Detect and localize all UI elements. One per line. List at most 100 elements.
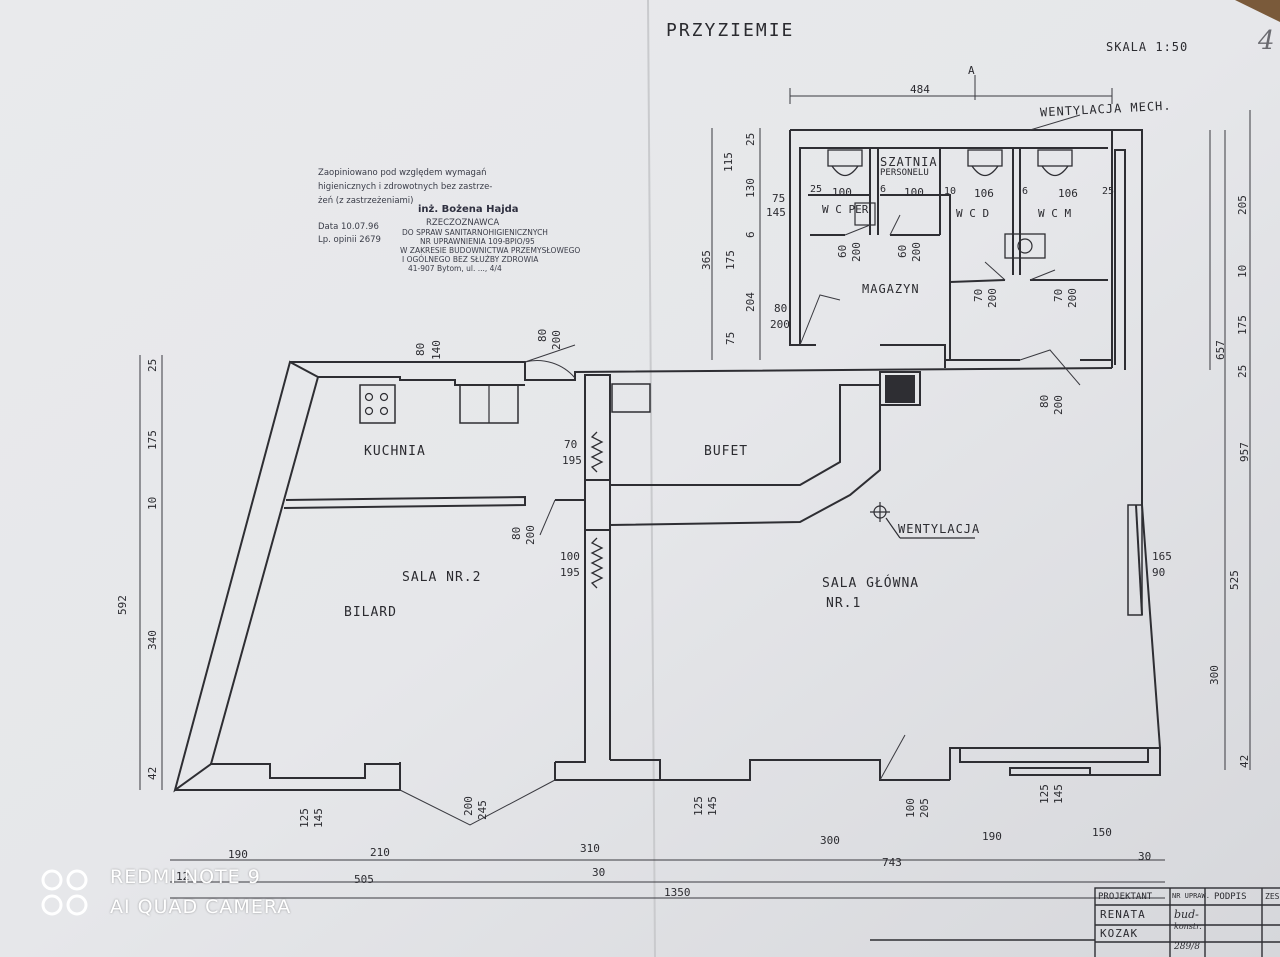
tb-header-nr-upraw: NR UPRAW. [1172, 892, 1210, 900]
dim-wc-100a: 100 [832, 186, 852, 199]
dim-door-e-100: 100 [904, 798, 917, 818]
dim-bottom-12: 12 [176, 870, 190, 883]
stamp-licence: NR UPRAWNIENIA 109-BPIO/95 [420, 237, 535, 246]
dim-left-175: 175 [146, 430, 159, 450]
dim-door-75: 75 [772, 192, 786, 205]
dim-win-b-145: 145 [706, 796, 719, 816]
dim-win-a-145: 145 [312, 808, 325, 828]
stamp-date: Data 10.07.96 [318, 222, 379, 232]
dim-wc-door-a-60: 60 [836, 244, 849, 258]
room-label-magazyn: MAGAZYN [862, 282, 920, 296]
dim-door-a-200: 200 [550, 330, 563, 350]
tb-licence-3: 289/8 [1174, 942, 1200, 952]
dim-mid-75: 75 [724, 331, 737, 345]
dim-bottom-743: 743 [882, 856, 902, 869]
dim-wc-25b: 25 [1102, 186, 1115, 197]
dim-right-175: 175 [1236, 315, 1249, 335]
stamp-role: RZECZOZNAWCA [426, 218, 500, 228]
dim-bottom-310: 310 [580, 842, 600, 855]
dim-left-340: 340 [146, 630, 159, 650]
dim-bottom-505: 505 [354, 873, 374, 886]
dim-door-195b: 195 [560, 566, 580, 579]
dim-wc-6a: 6 [880, 184, 887, 195]
room-label-bilard: BILARD [344, 605, 397, 620]
dim-door-70: 70 [564, 438, 578, 451]
watermark-line-1: REDMI NOTE 9 [110, 866, 261, 888]
dim-top-484: 484 [910, 83, 930, 96]
tb-licence-1: bud- [1174, 908, 1199, 921]
ventilation-label: WENTYLACJA [898, 522, 981, 536]
dim-wc-door-d-200: 200 [1066, 288, 1079, 308]
dim-wc-door-b-60: 60 [896, 244, 909, 258]
dim-wc-100b: 100 [904, 186, 924, 199]
dim-left-25: 25 [146, 358, 159, 372]
dim-wc-door-b-200: 200 [910, 242, 923, 262]
dim-east-window-90: 90 [1152, 566, 1166, 579]
dim-mid-204: 204 [744, 292, 757, 312]
dim-door-145: 145 [766, 206, 786, 219]
stamp-opinion: Lp. opinii 2679 [318, 235, 381, 245]
dim-mid-175: 175 [724, 250, 737, 270]
dim-door-b-80: 80 [510, 526, 523, 540]
dim-win-a-125: 125 [298, 808, 311, 828]
dim-door-mag-200: 200 [770, 318, 790, 331]
dim-bottom-30a: 30 [592, 866, 606, 879]
dim-bottom-190b: 190 [982, 830, 1002, 843]
dim-right-205: 205 [1236, 195, 1249, 215]
wall-east [1111, 129, 1161, 749]
dim-right-957: 957 [1238, 442, 1251, 462]
plan-title: PRZYZIEMIE [666, 20, 795, 41]
dim-wc-25a: 25 [810, 184, 823, 195]
table-edge [1235, 0, 1280, 22]
section-marker: A [968, 64, 975, 77]
dim-mid-365: 365 [700, 250, 713, 270]
outer-wall-left [290, 361, 1113, 381]
room-label-szatnia: SZATNIA [880, 155, 938, 169]
dim-right-525: 525 [1228, 570, 1241, 590]
dim-win-c-145: 145 [1052, 784, 1065, 804]
dim-bottom-150: 150 [1092, 826, 1112, 839]
tb-name-1: RENATA [1100, 908, 1146, 921]
room-label-wc-m: W C M [1038, 207, 1072, 220]
room-label-bufet: BUFET [704, 444, 749, 459]
dim-door-mag-80: 80 [774, 302, 788, 315]
dim-wc-6b: 6 [1022, 186, 1029, 197]
stamp-line-2: higienicznych i zdrowotnych bez zastrze- [318, 182, 493, 192]
dim-wc-door-d-70: 70 [1052, 288, 1065, 302]
room-label-personelu: PERSONELU [880, 168, 929, 178]
sink-bufet [611, 383, 651, 413]
dim-bottom-30b: 30 [1138, 850, 1152, 863]
room-label-nr1: NR.1 [826, 596, 862, 611]
dim-right-42: 42 [1238, 754, 1251, 768]
dim-door-e-205: 205 [918, 798, 931, 818]
stamp-address: 41-907 Bytom, ul. ..., 4/4 [408, 264, 502, 273]
dim-left-592: 592 [116, 595, 129, 615]
dim-wc-door-a-200: 200 [850, 242, 863, 262]
dim-door-b-200: 200 [524, 525, 537, 545]
dim-bottom-210: 210 [370, 846, 390, 859]
camera-logo [41, 869, 88, 916]
room-label-kuchnia: KUCHNIA [364, 444, 426, 459]
dim-wc-106b: 106 [1058, 187, 1078, 200]
dim-mid-25: 25 [744, 132, 757, 146]
dim-kitchen-window-140: 140 [430, 340, 443, 360]
dim-left-42: 42 [146, 766, 159, 780]
dim-door-100: 100 [560, 550, 580, 563]
dim-right-25: 25 [1236, 364, 1249, 378]
ventilation-symbol [870, 502, 975, 539]
dim-mid-6: 6 [744, 231, 757, 238]
dim-main-door-80: 80 [1038, 394, 1051, 408]
tb-header-projektant: PROJEKTANT [1098, 892, 1153, 902]
dim-wc-106a: 106 [974, 187, 994, 200]
dim-right-10: 10 [1236, 264, 1249, 278]
stove [359, 384, 396, 424]
scale-label: SKALA 1:50 [1106, 40, 1189, 54]
tb-header-zes: ZES [1265, 892, 1280, 901]
stamp-line-1: Zaopiniowano pod względem wymagań [318, 168, 487, 178]
dim-kitchen-window-80: 80 [414, 342, 427, 356]
dim-door-s-245: 245 [476, 800, 489, 820]
stamp-role2: DO SPRAW SANITARNOHIGIENICZNYCH [402, 228, 548, 237]
dim-mid-130: 130 [744, 178, 757, 198]
